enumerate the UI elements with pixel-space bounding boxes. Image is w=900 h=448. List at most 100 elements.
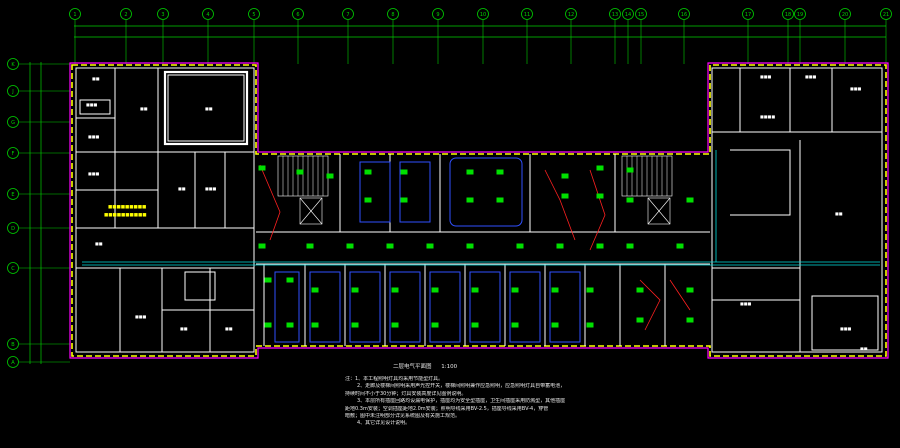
axis-bubble [521,8,533,20]
room-labels: ■■■■■ ■■■■■■ ■■■■ ■■■■■ ■■■■■ ■■■■ ■■■■■… [86,74,868,351]
circuits-blue [274,157,581,343]
axis-bubble [7,85,19,97]
lamp-fixture [426,243,434,249]
axis-bubble [292,8,304,20]
axis-label: 9 [436,12,439,18]
lamp-fixture [286,322,294,328]
axis-label: 11 [524,12,530,18]
svg-text:■■■: ■■■ [840,326,852,331]
lamp-fixture [364,197,372,203]
svg-text:■■■: ■■■ [88,171,100,176]
lamp-fixture [496,197,504,203]
svg-text:■■■: ■■■ [86,102,98,107]
axis-label: 7 [346,12,349,18]
lamp-fixtures [258,165,694,328]
lamp-fixture [386,243,394,249]
axis-bubble [742,8,754,20]
axis-bubble [7,188,19,200]
note-line-5: 距地0.3m安装；空调插座距地2.0m安装；照明导线采用BV-2.5，插座导线采… [345,405,549,412]
axis-bubble [432,8,444,20]
annotation-yellow: ■■■■■■■■■■■■■■■■■■■ [104,205,147,218]
axis-label: A [11,360,15,366]
circuits-red [259,164,691,331]
axis-label: F [12,151,15,157]
axis-bubble [7,356,19,368]
lamp-fixture [264,277,272,283]
axis-bubble [635,8,647,20]
lamp-fixture [471,322,479,328]
walls [75,67,883,353]
note-line-1: 注：1、本工程照明灯具均采用节能型灯具。 [345,376,444,382]
stairs [277,155,673,225]
lamp-fixture [636,287,644,293]
lamp-fixture [561,193,569,199]
lamp-fixture [551,322,559,328]
svg-text:■■■: ■■■ [805,74,817,79]
axis-label: 20 [842,12,848,18]
axis-bubble [342,8,354,20]
lamp-fixture [311,322,319,328]
note-line-3: 持续时间不小于30分钟；灯具安装高度详见图例说明。 [345,390,467,397]
axis-bubble [609,8,621,20]
axis-bubble [7,58,19,70]
lamp-fixture [311,287,319,293]
axis-label: 3 [161,12,164,18]
axis-bubble [622,8,634,20]
axis-label: G [11,120,15,126]
lamp-fixture [596,193,604,199]
axis-bubble [565,8,577,20]
axis-bubble [7,262,19,274]
axis-bubble [202,8,214,20]
axis-label: 17 [745,12,751,18]
axis-label: 2 [124,12,127,18]
axis-bubble [839,8,851,20]
svg-text:■■: ■■ [205,106,213,111]
axis-label: 6 [296,12,299,18]
lamp-fixture [586,322,594,328]
axis-bubble [7,116,19,128]
lamp-fixture [636,317,644,323]
axis-bubble [678,8,690,20]
lamp-fixture [686,287,694,293]
lamp-fixture [586,287,594,293]
svg-text:■■■■: ■■■■ [760,114,775,119]
axis-label: 8 [391,12,394,18]
building-outline [69,62,889,359]
svg-text:■■■: ■■■ [740,301,752,306]
axis-label: 4 [206,12,209,18]
drawing-scale: 1:100 [441,364,458,370]
svg-text:■■: ■■ [180,326,188,331]
lamp-fixture [626,243,634,249]
axis-bubble [782,8,794,20]
svg-text:■■■■■■■■■■: ■■■■■■■■■■ [104,213,147,218]
axis-bubble [794,8,806,20]
lamp-fixture [258,165,266,171]
lamp-fixture [511,322,519,328]
svg-text:■■: ■■ [225,326,233,331]
svg-text:■■: ■■ [140,106,148,111]
lamp-fixture [326,173,334,179]
svg-text:■■■: ■■■ [760,74,772,79]
svg-text:■■: ■■ [95,241,103,246]
axis-label: 21 [883,12,889,18]
svg-text:■■: ■■ [92,76,100,81]
drawing-notes: 二层电气平面图 1:100 注：1、本工程照明灯具均采用节能型灯具。 2、走廊及… [345,364,885,428]
axis-label: K [11,62,15,68]
lamp-fixture [258,243,266,249]
axis-label: C [11,266,15,272]
axis-label: 12 [568,12,574,18]
lamp-fixture [466,243,474,249]
axis-label: D [11,226,15,232]
drawing-title-text: 二层电气平面图 [393,364,432,370]
lamp-fixture [626,197,634,203]
lamp-fixture [551,287,559,293]
axis-bubble [477,8,489,20]
axis-label: 18 [785,12,791,18]
axis-bubble [387,8,399,20]
lamp-fixture [561,173,569,179]
axis-label: B [11,342,15,348]
axis-label: J [11,89,13,95]
lamp-fixture [391,322,399,328]
svg-text:■■■: ■■■ [135,314,147,319]
